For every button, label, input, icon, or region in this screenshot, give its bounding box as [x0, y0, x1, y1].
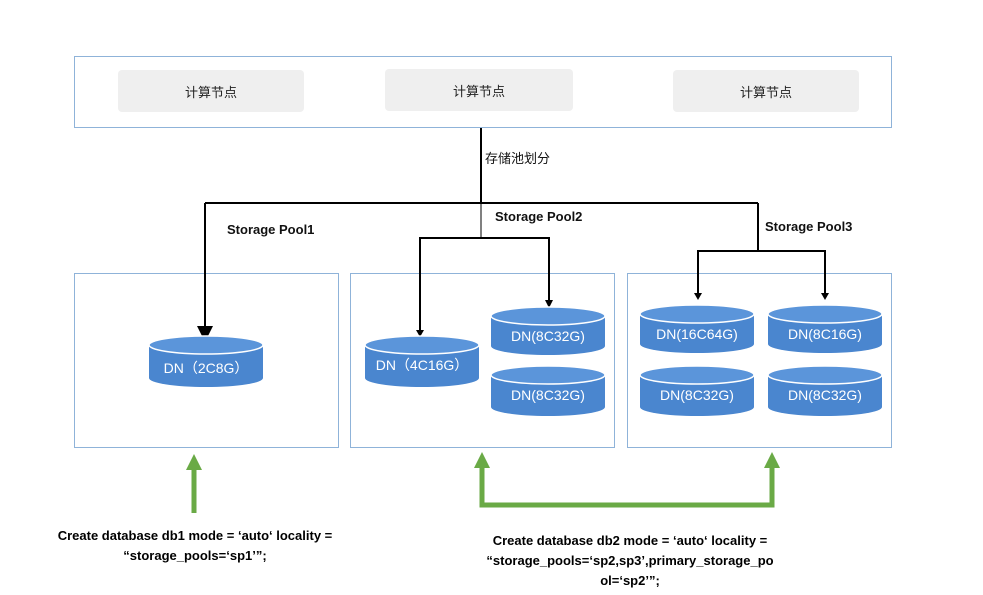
compute-node-3: 计算节点 — [673, 70, 859, 112]
compute-node-2: 计算节点 — [385, 69, 573, 111]
disk-label: DN(16C64G) — [656, 326, 738, 342]
db1-command: Create database db1 mode = ‘auto‘ locali… — [40, 526, 350, 566]
pool2-frame — [350, 273, 615, 448]
green-arrow-db1 — [186, 454, 202, 513]
disk-label: DN(8C32G) — [660, 387, 734, 403]
green-arrow-db2 — [474, 452, 780, 508]
pool3-frame — [627, 273, 892, 448]
disk-pool2-2: DN(8C32G) — [490, 306, 606, 355]
disk-pool2-1: DN（4C16G） — [364, 335, 480, 387]
db2-command-line1: Create database db2 mode = ‘auto‘ locali… — [492, 533, 768, 548]
db2-command: Create database db2 mode = ‘auto‘ locali… — [470, 531, 790, 591]
disk-pool3-3: DN(8C32G) — [639, 365, 755, 416]
pool3-label: Storage Pool3 — [765, 219, 853, 234]
disk-pool3-2: DN(8C16G) — [767, 304, 883, 353]
pool1-label: Storage Pool1 — [227, 222, 315, 237]
compute-layer-frame — [74, 56, 892, 128]
disk-pool3-4: DN(8C32G) — [767, 365, 883, 416]
disk-label: DN(8C32G) — [511, 387, 585, 403]
disk-label: DN(8C16G) — [788, 326, 862, 342]
disk-pool2-3: DN(8C32G) — [490, 365, 606, 416]
disk-pool1-1: DN（2C8G） — [148, 335, 264, 387]
disk-label: DN（4C16G） — [376, 357, 469, 373]
disk-label: DN（2C8G） — [164, 360, 249, 376]
disk-label: DN(8C32G) — [788, 387, 862, 403]
pool2-label: Storage Pool2 — [495, 209, 583, 224]
disk-label: DN(8C32G) — [511, 328, 585, 344]
db2-command-line3: ol=‘sp2’”; — [600, 573, 660, 588]
pool1-frame — [74, 273, 339, 448]
db1-command-line2: “storage_pools=‘sp1’”; — [123, 548, 267, 563]
db2-command-line2: “storage_pools=‘sp2,sp3’,primary_storage… — [486, 553, 774, 568]
partition-label: 存储池划分 — [485, 152, 551, 167]
disk-pool3-1: DN(16C64G) — [639, 304, 755, 353]
compute-node-1: 计算节点 — [118, 70, 304, 112]
db1-command-line1: Create database db1 mode = ‘auto‘ locali… — [57, 528, 333, 543]
pool2-connector — [419, 237, 550, 334]
pool3-connector — [697, 250, 826, 296]
